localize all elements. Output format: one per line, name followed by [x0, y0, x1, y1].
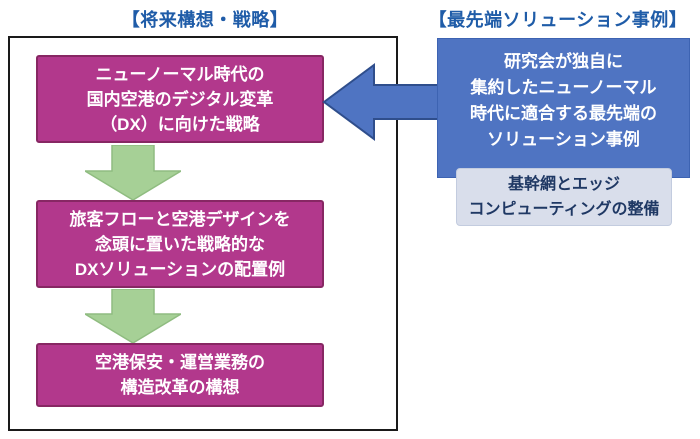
left-arrow-icon: [322, 63, 442, 141]
solution-main-box-line: ソリューション事例: [487, 130, 640, 149]
down-arrow-shape: [85, 289, 181, 343]
strategy-box-reform-line: 構造改革の構想: [120, 378, 240, 397]
strategy-box-placement: 旅客フローと空港デザインを 念頭に置いた戦略的な DXソリューションの配置例: [36, 200, 324, 288]
strategy-box-placement-line: 念頭に置いた戦略的な: [95, 234, 265, 254]
solution-sub-box: 基幹網とエッジ コンピューティングの整備: [456, 168, 672, 226]
strategy-box-dx-line: 国内空港のデジタル変革: [86, 89, 274, 109]
solution-main-box: 研究会が独自に 集約したニューノーマル 時代に適合する最先端の ソリューション事…: [437, 38, 690, 178]
strategy-box-dx-line: （DX）に向けた戦略: [100, 114, 260, 134]
down-arrow-icon: [85, 145, 181, 200]
solution-sub-box-line: 基幹網とエッジ: [507, 176, 620, 193]
strategy-box-reform: 空港保安・運営業務の 構造改革の構想: [36, 343, 324, 407]
solution-main-box-line: 時代に適合する最先端の: [470, 104, 657, 123]
strategy-box-placement-line: DXソリューションの配置例: [74, 259, 286, 279]
down-arrow-shape: [85, 145, 181, 200]
strategy-box-dx-line: ニューノーマル時代の: [95, 64, 265, 84]
strategy-box-reform-line: 空港保安・運営業務の: [95, 353, 265, 372]
solution-main-box-line: 研究会が独自に: [504, 52, 623, 71]
strategy-box-dx: ニューノーマル時代の 国内空港のデジタル変革 （DX）に向けた戦略: [36, 55, 324, 143]
right-section-title: 【最先端ソリューション事例】: [428, 10, 688, 30]
down-arrow-icon: [85, 289, 181, 343]
strategy-box-placement-line: 旅客フローと空港デザインを: [69, 209, 291, 229]
left-arrow-shape: [322, 63, 442, 141]
solution-main-box-line: 集約したニューノーマル: [470, 78, 657, 97]
solution-sub-box-line: コンピューティングの整備: [468, 201, 660, 218]
left-section-title: 【将来構想・戦略】: [121, 10, 289, 30]
